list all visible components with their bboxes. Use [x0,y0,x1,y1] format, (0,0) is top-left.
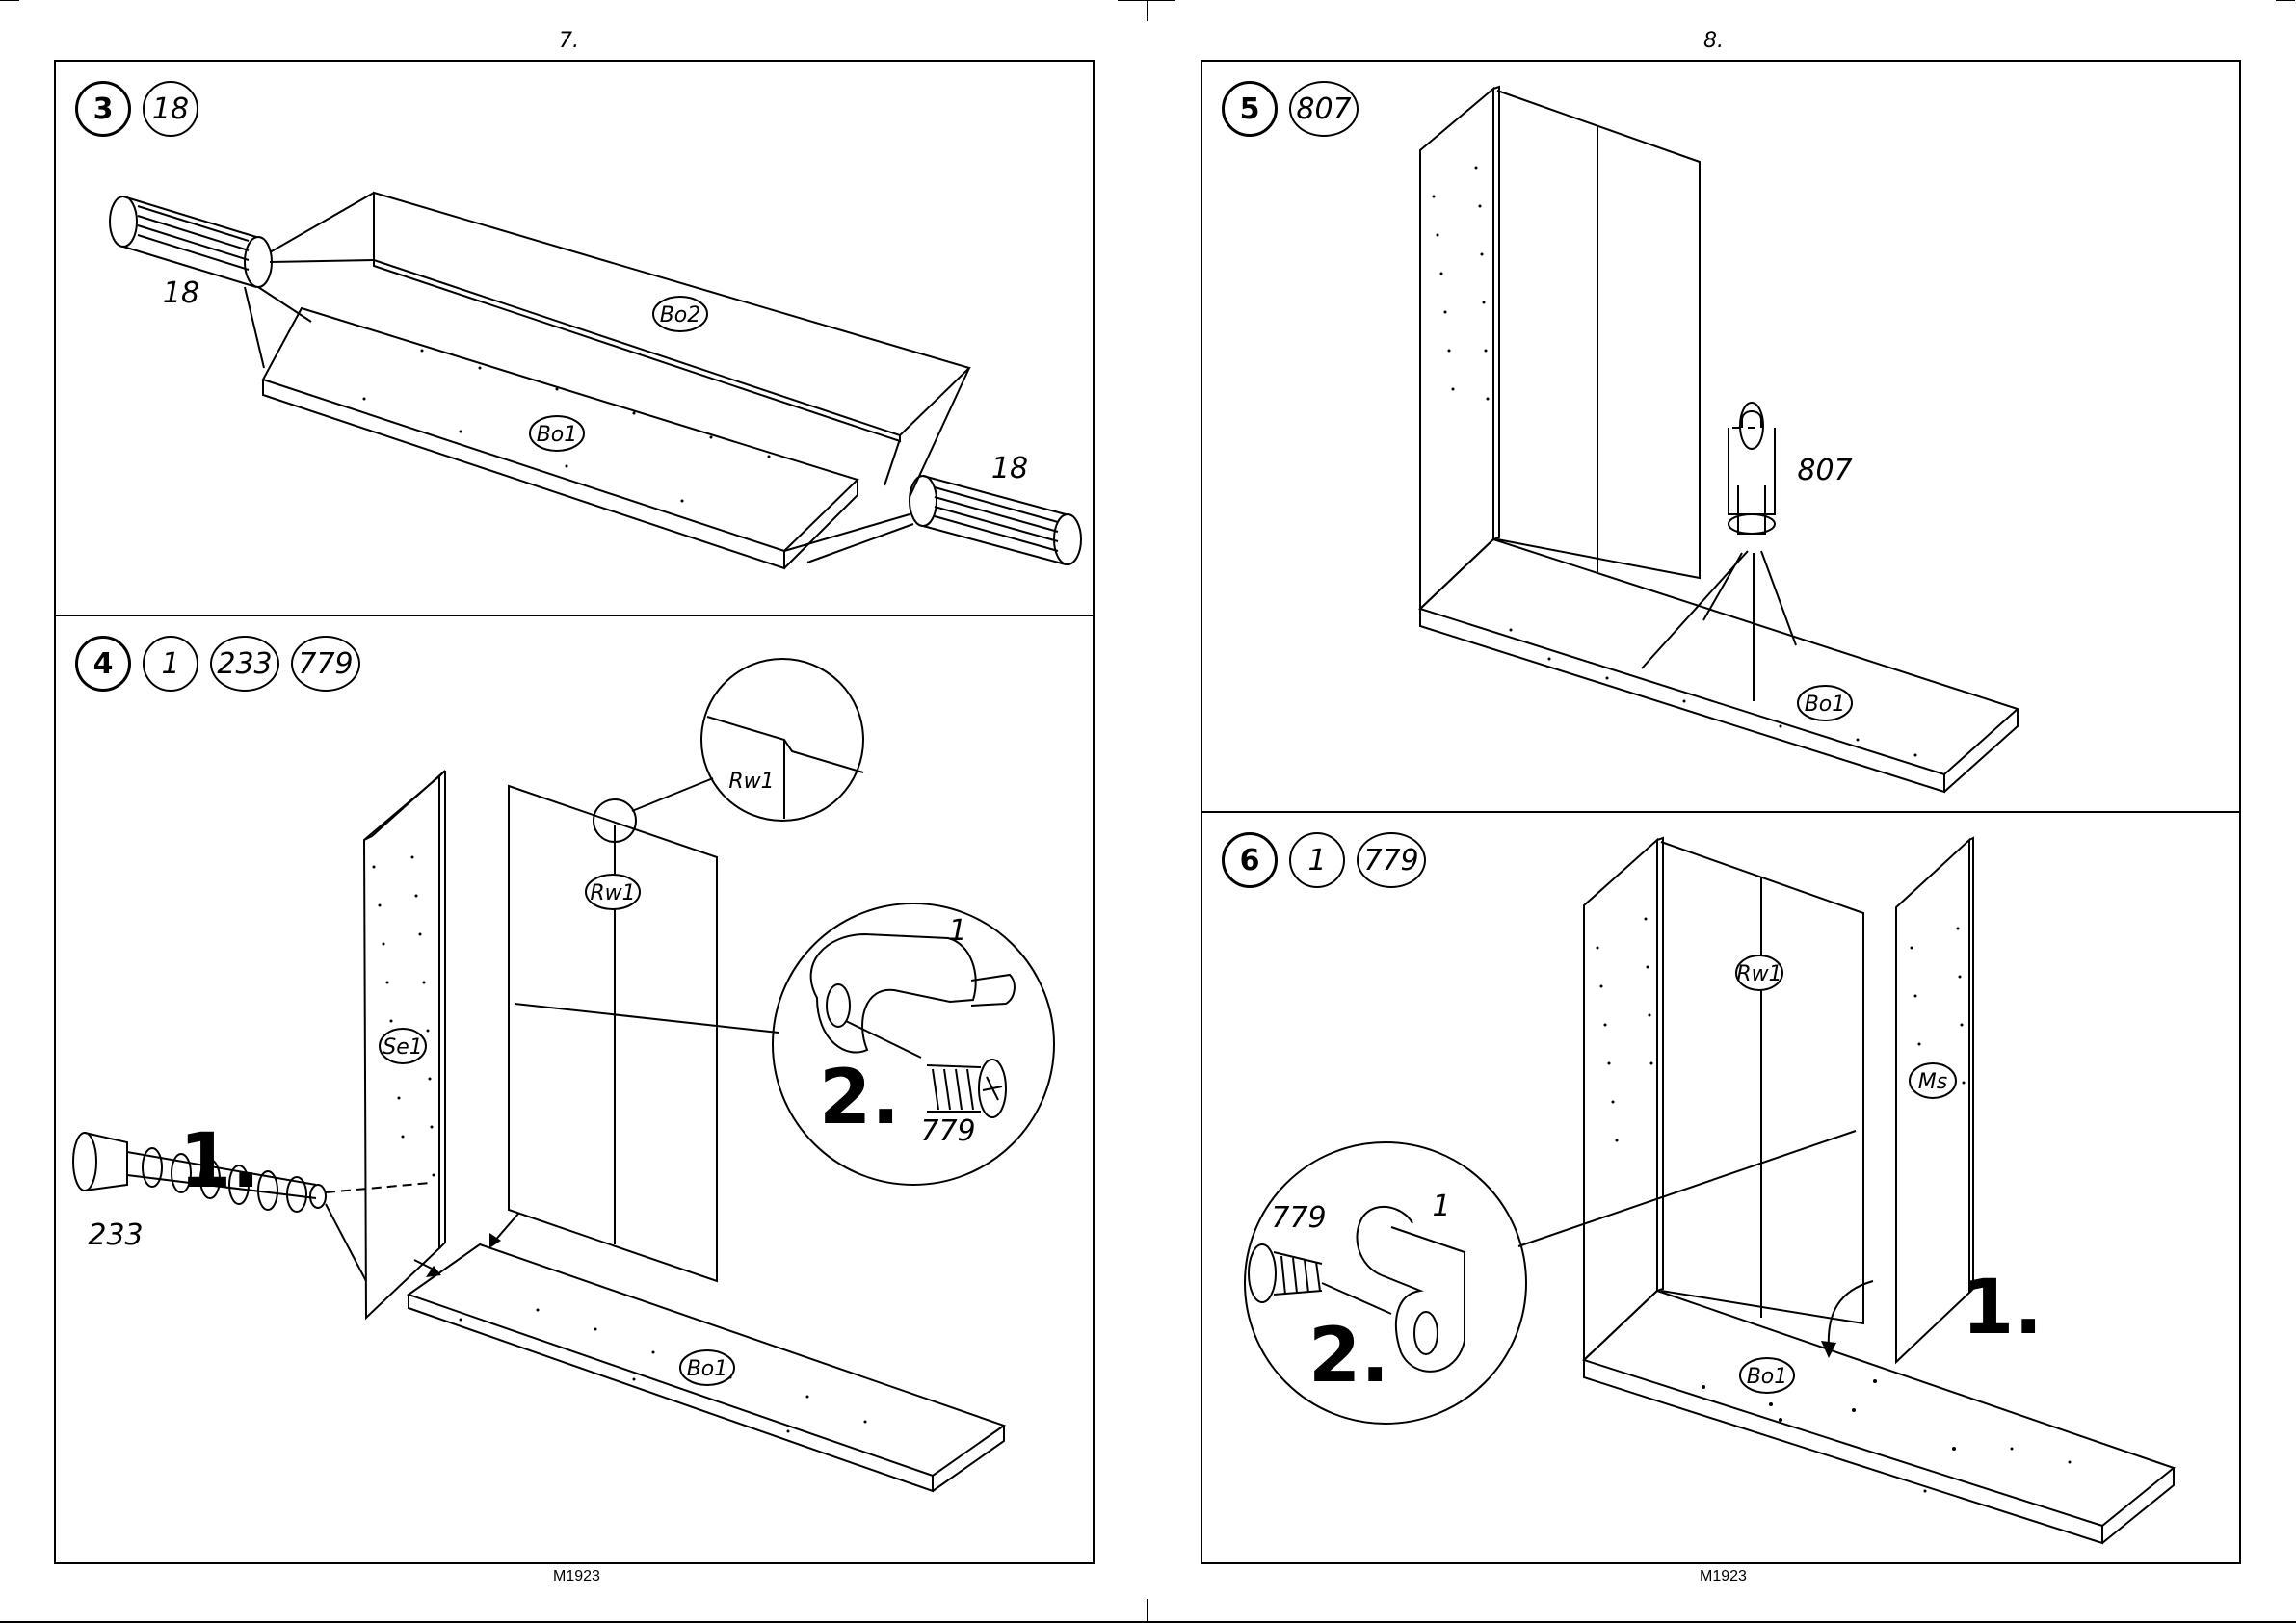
tool-icon [1729,403,1775,534]
bolt-part-number: 233 [88,1218,143,1252]
screw-part-number: 779 [1271,1201,1326,1235]
step-5-drawing: Bo1 807 [1202,62,2243,815]
label-bo2: Bo2 [660,303,701,327]
label-bo1: Bo1 [1805,693,1846,717]
order-step-1: 1. [1962,1265,2043,1351]
step-4-panel: 4 1 233 779 [54,615,1095,1564]
side-panel [1420,89,1493,609]
label-bo1: Bo1 [1747,1365,1788,1389]
step-4-drawing: Rw1 Rw1 Se1 Bo1 1 779 233 1. 2. [56,616,1096,1566]
label-se1: Se1 [383,1035,423,1060]
crop-mark [1147,0,1148,21]
board-bo1 [1584,1291,2174,1526]
cam-part-number: 1 [1432,1190,1450,1223]
label-rw1: Rw1 [1736,962,1781,986]
page-number-right: 8. [1703,29,1724,53]
cam-lock-icon [811,934,1015,1053]
crop-mark [1147,1599,1148,1623]
crop-mark [0,0,19,1]
order-step-2: 2. [1308,1313,1389,1400]
document-code-left: M1923 [553,1568,600,1585]
crop-mark [1118,0,1175,1]
screw-part-number: 779 [920,1114,975,1148]
dowel-quantity: 18 [991,452,1028,485]
step-6-panel: 6 1 779 [1201,811,2241,1564]
order-step-2: 2. [819,1055,900,1141]
label-rw1: Rw1 [590,881,635,905]
screw-icon [927,1060,1006,1117]
back-panel-rw1 [509,786,717,1281]
label-bo1: Bo1 [537,423,578,447]
step-6-drawing: Rw1 Ms Bo1 1 779 1. 2. [1202,813,2243,1566]
detail-label-rw1: Rw1 [728,770,774,794]
middle-side-ms [1896,840,1969,1362]
step-3-panel: 3 18 [54,60,1095,616]
dowel-quantity: 18 [163,276,199,310]
step-5-panel: 5 807 [1201,60,2241,813]
screw-icon [1249,1244,1322,1302]
dowel-icon [110,196,272,287]
label-ms: Ms [1918,1070,1947,1094]
cam-part-number: 1 [948,914,966,948]
step-3-drawing: Bo2 Bo1 18 18 [56,62,1096,618]
board-bo1 [1420,539,2018,774]
tool-part-number: 807 [1797,454,1852,487]
document-code-right: M1923 [1700,1568,1747,1585]
cam-lock-detail [773,903,1054,1185]
crop-mark [2276,0,2295,1]
dowel-icon [910,476,1081,564]
order-step-1: 1. [179,1118,260,1205]
label-bo1: Bo1 [687,1357,728,1381]
page-number-left: 7. [559,29,579,53]
